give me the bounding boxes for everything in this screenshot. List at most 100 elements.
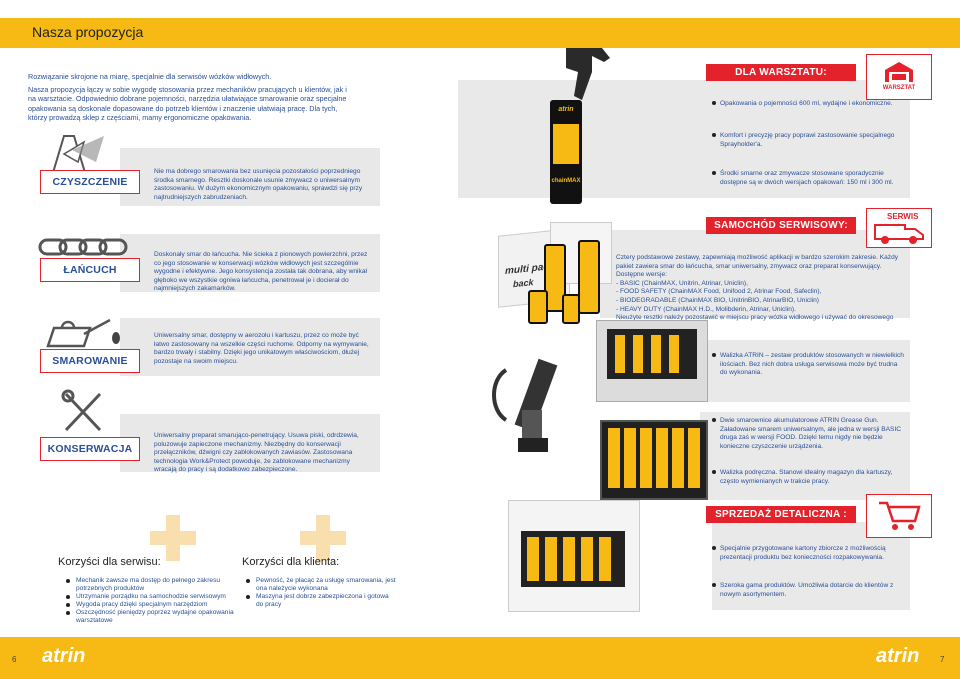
service-badge-label: SERWIS bbox=[887, 212, 919, 221]
retail-bullet-2: Szeroka gama produktów. Umożliwia dotarc… bbox=[712, 582, 905, 599]
page-number-right: 7 bbox=[940, 655, 945, 664]
service-bullet-text: Walizka ATRIN – zestaw produktów stosowa… bbox=[720, 352, 904, 377]
row-panel-lubrication bbox=[120, 318, 380, 376]
benefits-service-list: Mechanik zawsze ma dostęp do pełnego zak… bbox=[66, 577, 236, 625]
service-bullet-4: Walizka podręczna. Stanowi idealny magaz… bbox=[712, 469, 905, 486]
row-text-lubrication: Uniwersalny smar, dostępny w aerozolu i … bbox=[154, 332, 369, 365]
workshop-badge-label: WARSZTAT bbox=[882, 85, 916, 91]
workshop-badge: WARSZTAT bbox=[866, 54, 932, 100]
retail-bullet-1: Specjalnie przygotowane kartony zbiorcze… bbox=[712, 545, 905, 562]
workshop-bullet-2: Komfort i precyzję pracy poprawi zastoso… bbox=[712, 132, 910, 149]
plus-decoration-right bbox=[300, 515, 346, 561]
shopping-cart-icon bbox=[879, 501, 921, 530]
benefits-service-item: Mechanik zawsze ma dostęp do pełnego zak… bbox=[66, 577, 236, 593]
atrin-logo-right: atrin bbox=[876, 645, 920, 667]
cartridge bbox=[608, 428, 620, 488]
service-bullet-text: Dwie smarownice akumulatorowe ATRIN Grea… bbox=[720, 417, 902, 450]
can-small-2 bbox=[562, 294, 580, 324]
benefits-client-list: Pewność, że płacąc za usługę smarowania,… bbox=[246, 577, 396, 609]
benefits-client-title: Korzyści dla klienta: bbox=[242, 556, 340, 568]
case-panel bbox=[700, 340, 910, 402]
display-can bbox=[563, 537, 575, 581]
footer-bar: 6 atrin atrin 7 bbox=[0, 637, 960, 679]
workshop-heading: DLA WARSZTATU: bbox=[706, 64, 856, 81]
label-lubrication: SMAROWANIE bbox=[40, 349, 140, 373]
cartridge bbox=[640, 428, 652, 488]
title-bar: Nasza propozycja bbox=[0, 18, 960, 48]
page-title: Nasza propozycja bbox=[32, 24, 144, 40]
benefits-service-item: Wygoda pracy dzięki specjalnym narzędzio… bbox=[66, 601, 236, 609]
workshop-panel bbox=[458, 80, 910, 198]
tool-case-image bbox=[596, 320, 708, 402]
service-bullet-text: Walizka podręczna. Stanowi idealny magaz… bbox=[720, 469, 893, 485]
benefits-client-item: Pewność, że płacąc za usługę smarowania,… bbox=[246, 577, 396, 592]
case-can bbox=[651, 335, 661, 373]
benefits-service-item: Oszczędność pieniędzy poprzez wydajne op… bbox=[66, 609, 236, 625]
case-can bbox=[615, 335, 625, 373]
intro-paragraph-1: Rozwiązanie skrojone na miarę, specjalni… bbox=[28, 72, 272, 81]
spray-can-product: atrin chainMAX bbox=[544, 44, 614, 204]
display-can bbox=[545, 537, 557, 581]
wrench-screwdriver-icon bbox=[61, 389, 102, 432]
label-maintenance: KONSERWACJA bbox=[40, 437, 140, 461]
page-number-left: 6 bbox=[12, 655, 17, 664]
oil-can-icon bbox=[46, 318, 120, 348]
service-bullet-text: Cztery podstawowe zestawy, zapewniają mo… bbox=[616, 254, 899, 330]
cartridge-case-image bbox=[600, 420, 708, 500]
retail-bullet-text: Szeroka gama produktów. Umożliwia dotarc… bbox=[720, 582, 894, 598]
retail-badge bbox=[866, 494, 932, 538]
service-car-panel bbox=[600, 230, 910, 318]
sprayholder-icon bbox=[566, 48, 610, 100]
row-text-chain: Doskonały smar do łańcucha. Nie ścieka z… bbox=[154, 251, 368, 293]
case-can bbox=[669, 335, 679, 373]
grease-gun-image bbox=[492, 358, 558, 452]
retail-bullet-text: Specjalnie przygotowane kartony zbiorcze… bbox=[720, 545, 886, 561]
can-yellow-1 bbox=[544, 244, 566, 312]
intro-paragraph-2: Nasza propozycja łączy w sobie wygodę st… bbox=[28, 84, 347, 123]
workshop-bullet-3: Środki smarne oraz zmywacze stosowane sp… bbox=[712, 170, 910, 187]
cartridge bbox=[688, 428, 700, 488]
label-cleaning: CZYSZCZENIE bbox=[40, 170, 140, 194]
row-text-cleaning: Nie ma dobrego smarowania bez usunięcia … bbox=[154, 168, 363, 201]
workshop-bullet-text: Komfort i precyzję pracy poprawi zastoso… bbox=[720, 132, 895, 148]
label-chain: ŁAŃCUCH bbox=[40, 258, 140, 282]
can-brand: atrin bbox=[558, 106, 574, 113]
can-small-1 bbox=[528, 290, 548, 324]
row-text-maintenance: Uniwersalny preparat smarująco-penetrują… bbox=[154, 432, 359, 474]
service-bullet-1: Cztery podstawowe zestawy, zapewniają mo… bbox=[608, 254, 904, 331]
intro-text: Rozwiązanie skrojone na miarę, specjalni… bbox=[28, 72, 348, 126]
workshop-bullet-1: Opakowania o pojemności 600 ml, wydajne … bbox=[712, 100, 910, 109]
van-icon bbox=[874, 224, 924, 244]
cartridge bbox=[656, 428, 668, 488]
service-bullet-2: Walizka ATRIN – zestaw produktów stosowa… bbox=[712, 352, 905, 378]
can-yellow-2 bbox=[578, 240, 600, 314]
cartridge bbox=[624, 428, 636, 488]
retail-heading: SPRZEDAŻ DETALICZNA : bbox=[706, 506, 856, 523]
benefits-client-item: Maszyna jest dobrze zabezpieczona i goto… bbox=[246, 593, 396, 609]
row-panel-maintenance bbox=[120, 414, 380, 472]
can-label bbox=[553, 124, 579, 164]
plus-decoration-left bbox=[150, 515, 196, 561]
row-panel-cleaning bbox=[120, 148, 380, 206]
atrin-logo-left: atrin bbox=[42, 645, 86, 667]
cartridge bbox=[672, 428, 684, 488]
benefits-service-item: Utrzymanie porządku na samochodzie serwi… bbox=[66, 593, 236, 601]
workshop-bullet-text: Opakowania o pojemności 600 ml, wydajne … bbox=[720, 100, 893, 107]
chain-icon bbox=[38, 238, 128, 256]
service-bullet-3: Dwie smarownice akumulatorowe ATRIN Grea… bbox=[712, 417, 905, 451]
spray-can-body: atrin chainMAX bbox=[550, 100, 582, 204]
service-car-heading: SAMOCHÓD SERWISOWY: bbox=[706, 217, 856, 234]
row-panel-chain bbox=[120, 234, 380, 292]
benefits-service-title: Korzyści dla serwisu: bbox=[58, 556, 161, 568]
display-can bbox=[599, 537, 611, 581]
case-can bbox=[633, 335, 643, 373]
can-name: chainMAX bbox=[551, 178, 581, 184]
garage-icon bbox=[885, 62, 913, 82]
box-text-2: back bbox=[513, 277, 534, 290]
workshop-bullet-text: Środki smarne oraz zmywacze stosowane sp… bbox=[720, 170, 894, 186]
display-can bbox=[527, 537, 539, 581]
grease-gun-panel bbox=[700, 412, 910, 500]
display-can bbox=[581, 537, 593, 581]
retail-display-box-image bbox=[508, 500, 640, 612]
service-car-badge: SERWIS bbox=[866, 208, 932, 248]
